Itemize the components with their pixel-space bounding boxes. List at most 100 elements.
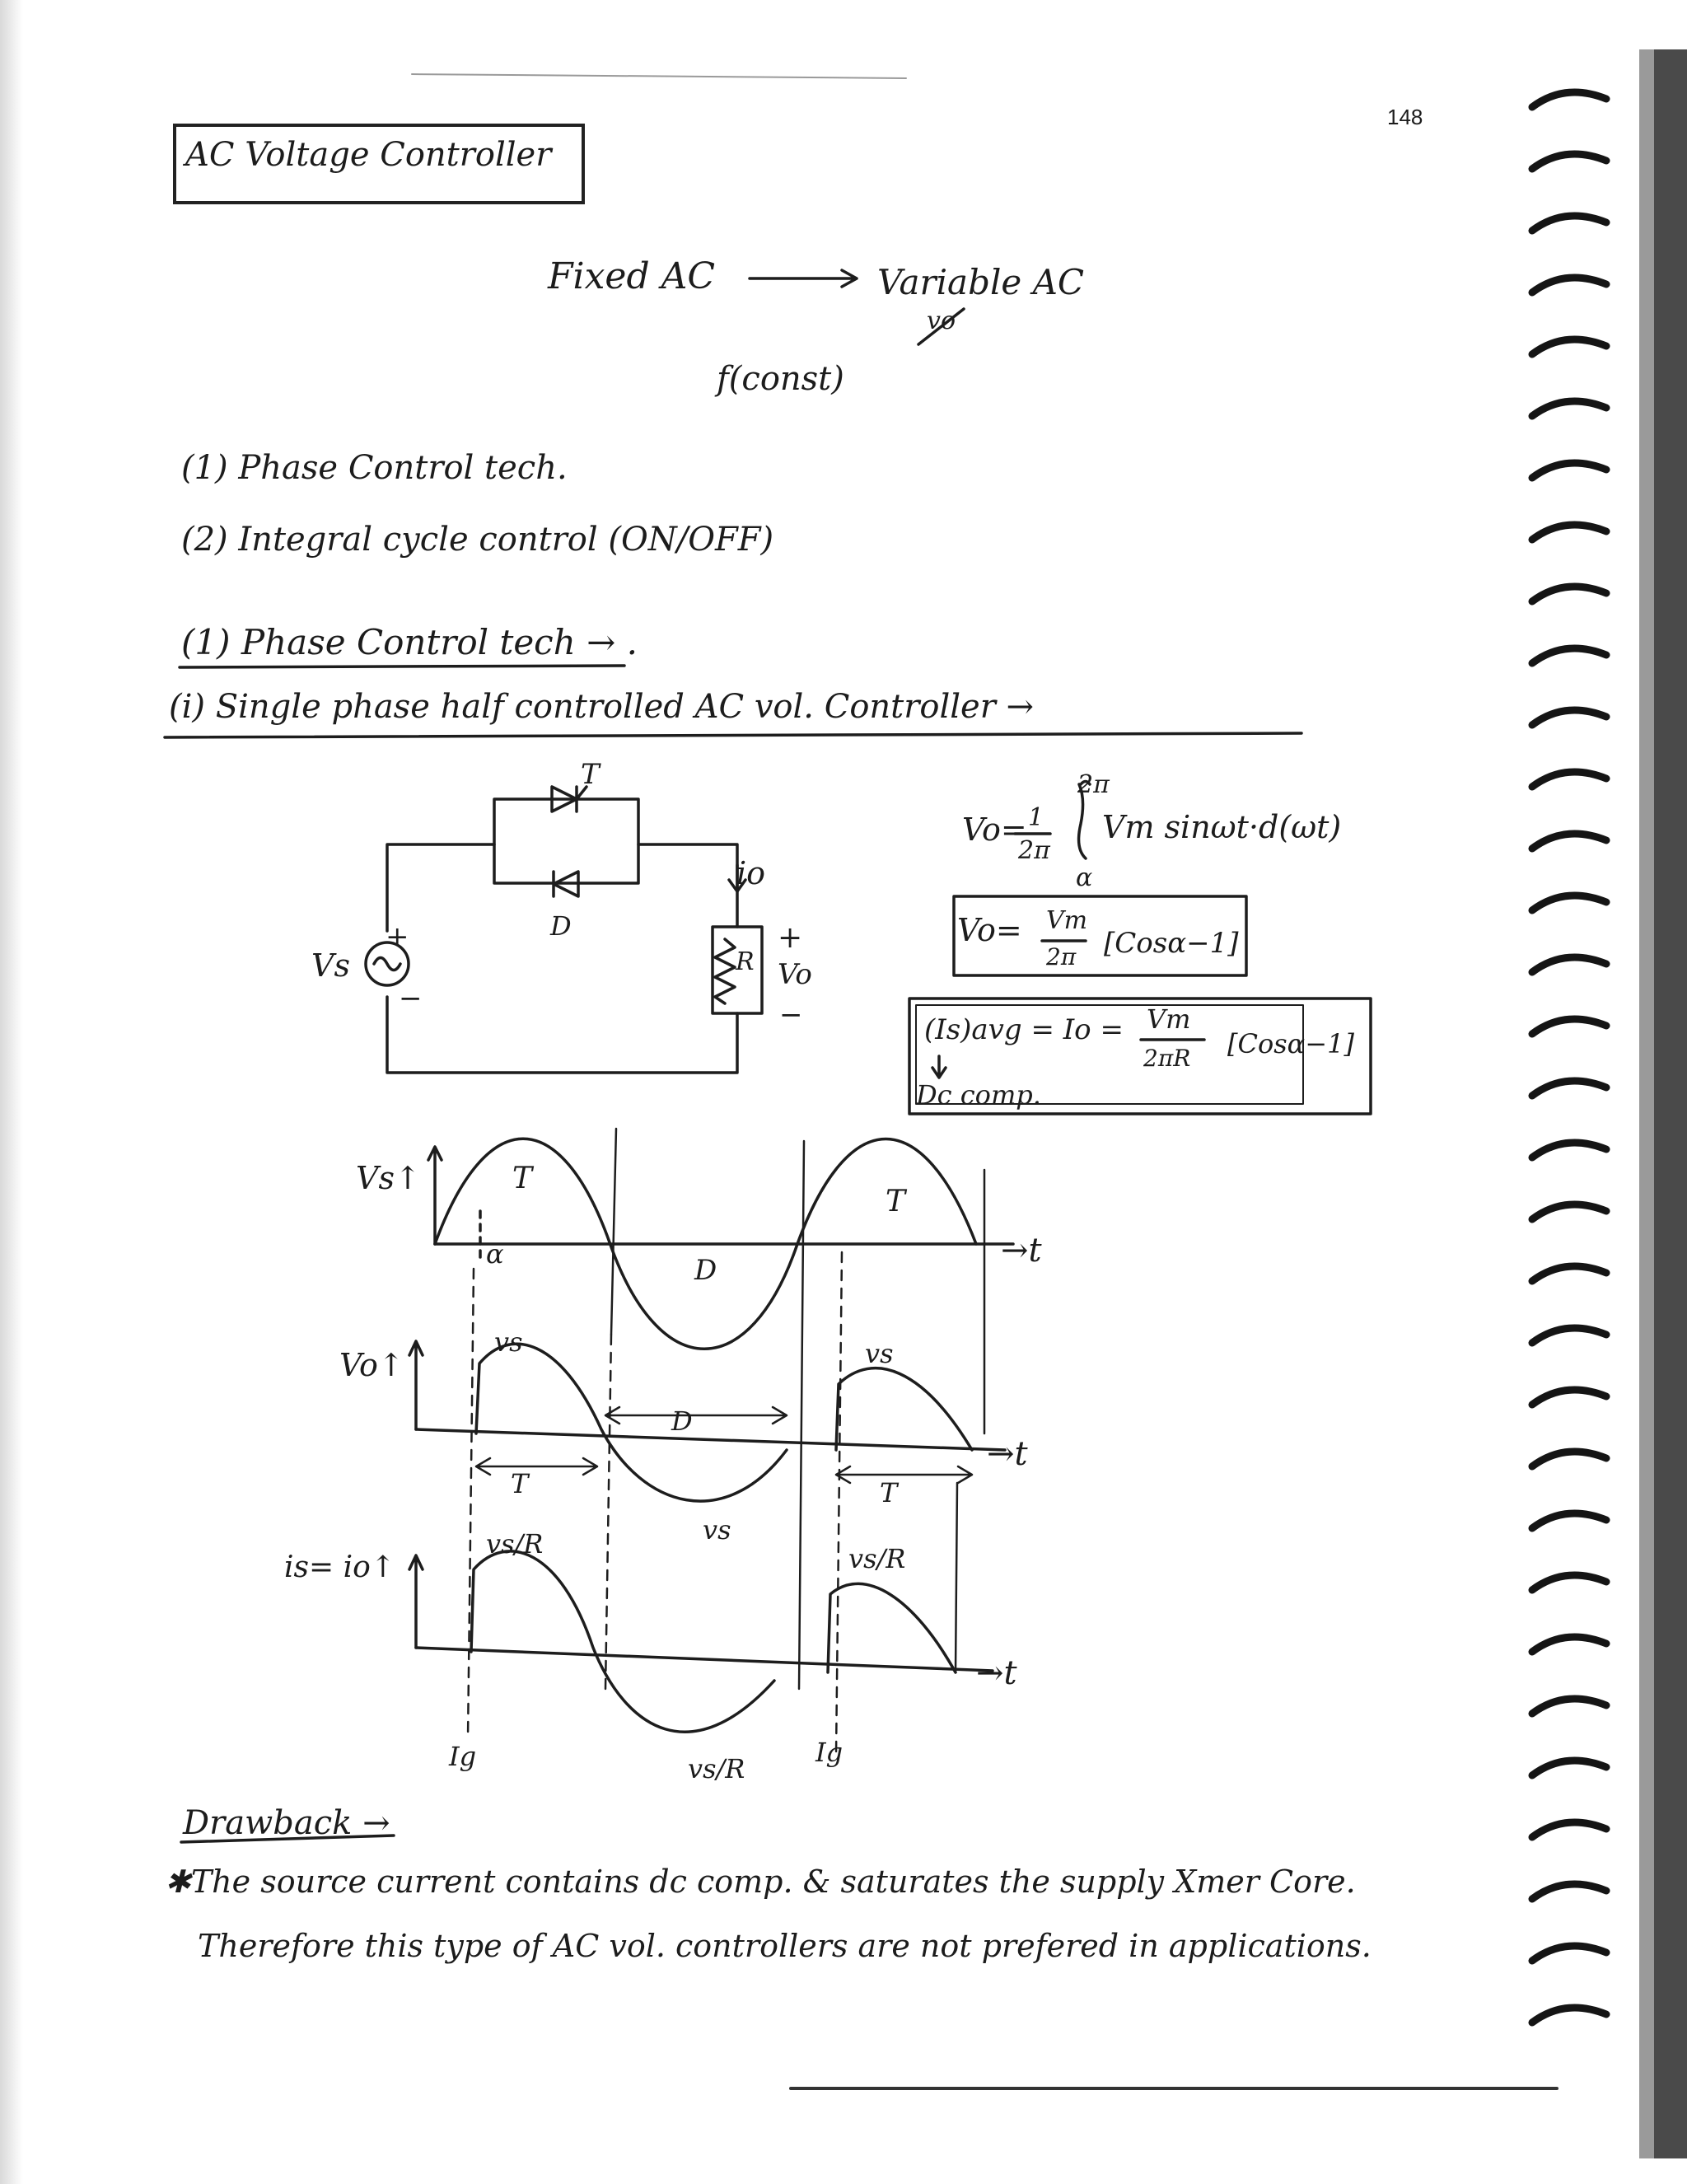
binding-ring [1528,1324,1610,1347]
boxed-bracket: [Cosα−1] [1104,927,1239,960]
binding-edge-pattern [1639,49,1654,2158]
eq-integrand: Vm sinωt·d(ωt) [1102,809,1342,845]
is-avg-bracket: [Cosα−1] [1227,1028,1354,1059]
thyristor-label: T [581,758,600,791]
is-avg-vm: Vm [1147,1003,1191,1035]
t-interval-arrow [474,1457,599,1476]
t-axis-label: →t [1001,1232,1042,1270]
drawback-underline [180,1834,395,1844]
is-avg-denominator: 2πR [1143,1045,1191,1072]
integral-lower-limit: α [1076,863,1093,892]
binding-ring [1528,1139,1610,1162]
vo-axis-label: Vo↑ [339,1347,404,1383]
firing-angle-label: α [486,1238,504,1270]
title-box [173,124,585,204]
scan-edge-left [0,0,23,2184]
diode-interval-label: D [694,1254,717,1287]
binding-ring [1528,521,1610,544]
source-minus: − [399,982,423,1015]
drawback-line: Therefore this type of AC vol. controlle… [198,1928,1372,1964]
vs-segment-label: vs [703,1514,731,1546]
guide-line [604,1333,613,1691]
is-avg-lhs: (Is)avg = Io = [924,1013,1124,1046]
vo-result-box [952,895,1248,977]
resistor-label: R [736,947,755,976]
binding-edge-shade [1654,49,1687,2158]
binding-ring [1528,397,1610,420]
guide-line [797,1139,806,1691]
binding-ring [1528,150,1610,173]
page-title: AC Voltage Controller [185,136,552,174]
binding-ring [1528,1509,1610,1532]
io-arrow [727,863,747,893]
vs-axis-y [427,1145,443,1246]
output-vo-label: Vo [778,958,812,991]
resistor-box [711,925,764,1015]
binding-ring [1528,706,1610,729]
binding-ring [1528,1200,1610,1223]
output-plus: + [778,921,803,955]
page-number: 148 [1387,105,1423,129]
binding-ring [1528,768,1610,791]
gate-pulse-label: Ig [449,1741,477,1772]
binding-ring [1528,1015,1610,1038]
guide-line [954,1481,959,1674]
is-axis-x [414,1646,994,1672]
eq-frac-denominator: 2π [1018,836,1050,865]
spiral-binding [1528,49,1687,2158]
binding-ring [1528,88,1610,111]
thyristor-branch [493,797,640,885]
thyristor-symbol [550,785,588,813]
binding-ring [1528,274,1610,297]
binding-ring [1528,644,1610,667]
thyristor-conduction-label: T [511,1468,529,1499]
vs-axis-label: Vs↑ [356,1160,421,1196]
drawback-line: ✱The source current contains dc comp. & … [165,1864,1356,1900]
is-axis-y [408,1554,424,1649]
binding-ring [1528,459,1610,482]
source-plus: + [386,920,409,953]
t-interval-arrow [834,1465,974,1485]
binding-ring [1528,1756,1610,1779]
thyristor-conduction-label: T [880,1477,898,1508]
is-avg-inner-box [915,1004,1304,1105]
vo-axis-y [408,1340,424,1431]
scan-top-line [411,73,907,79]
binding-ring [1528,582,1610,606]
thyristor-interval-label: T [512,1162,533,1195]
is-axis-label: is= io↑ [284,1550,395,1584]
binding-rings [1528,88,1610,2027]
circuit-wire [637,843,739,928]
binding-ring [1528,953,1610,976]
boxed-vm: Vm [1046,906,1088,935]
binding-ring [1528,1880,1610,1903]
integral-sign [1077,779,1091,860]
method-item: (1) Phase Control tech. [181,449,568,487]
t-axis-label: →t [976,1654,1017,1692]
vs-segment-label: vs [865,1338,894,1369]
thyristor-interval-label: T [886,1185,906,1218]
vo-curve [474,1342,974,1503]
resistor-zigzag [713,938,736,1005]
guide-line [610,1127,618,1336]
binding-ring [1528,1262,1610,1285]
eq-vo-lhs: Vo= [962,811,1027,848]
is-curve [470,1550,957,1733]
intro-arrow [748,269,858,288]
vs-curve [433,1137,978,1350]
boxed-vo-lhs: Vo= [957,912,1022,948]
diode-symbol [552,870,580,898]
diode-conduction-label: D [671,1405,693,1437]
source-label: Vs [311,947,350,984]
vo-axis-x [414,1428,1007,1452]
d-interval-arrow [604,1405,788,1425]
circuit-wire [386,843,739,1074]
boxed-denominator: 2π [1046,943,1077,970]
binding-ring [1528,1386,1610,1409]
eq-frac-numerator: 1 [1028,803,1044,832]
ac-source-wave [372,956,402,972]
vo-strike [917,307,965,346]
method-item: (2) Integral cycle control (ON/OFF) [181,521,774,559]
vs-over-r-label: vs/R [688,1753,745,1784]
